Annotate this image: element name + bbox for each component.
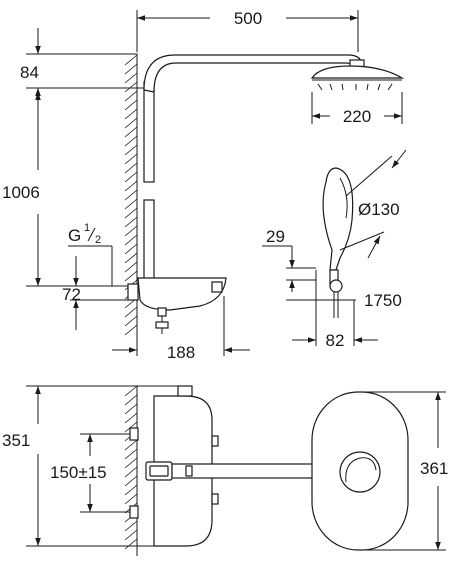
wall-hatch-line <box>124 117 138 129</box>
dim-label-361: 361 <box>420 459 448 478</box>
dim-84: 84 <box>20 28 144 112</box>
wall-hatch-line <box>124 412 138 424</box>
wall-hatch-line <box>124 493 138 505</box>
wall-hatch-line <box>124 216 138 228</box>
wall-hatch-line <box>124 54 138 66</box>
wall-hatch-line <box>124 466 138 478</box>
wall-hatch-line <box>124 171 138 183</box>
dim-1750: 1750 <box>286 291 402 310</box>
dim-361: 361 <box>360 391 448 551</box>
thermostat-side <box>127 277 227 334</box>
wall-hatch-line <box>124 153 138 165</box>
wall-hatch-line <box>124 162 138 174</box>
dim-130: Ø130 <box>339 149 407 259</box>
wall-hatch-line <box>124 448 138 460</box>
head-shower <box>310 59 405 91</box>
wall-hatch-line <box>124 306 138 318</box>
wall-hatch-line <box>124 198 138 210</box>
dim-label-1750: 1750 <box>364 291 402 310</box>
wall-hatch-line <box>124 324 138 336</box>
wall-hatch-line <box>124 421 138 433</box>
dim-label-72: 72 <box>62 285 81 304</box>
dim-220: 220 <box>311 92 403 126</box>
head-shower-front <box>311 391 409 551</box>
wall-hatch-line <box>124 529 138 541</box>
thread-numerator: 1 <box>84 222 90 234</box>
wall-hatch-line <box>124 439 138 451</box>
wall-bottom <box>124 385 138 556</box>
wall-hatch-line <box>124 135 138 147</box>
wall-hatch-line <box>124 261 138 273</box>
dim-72: 72 <box>62 256 128 330</box>
dim-label-1006: 1006 <box>2 183 40 202</box>
wall-hatch-line <box>124 225 138 237</box>
wall-hatch-line <box>124 99 138 111</box>
wall-hatch-line <box>124 270 138 282</box>
dim-label-220: 220 <box>343 107 371 126</box>
wall-hatch-line <box>124 394 138 406</box>
dim-label-351: 351 <box>2 431 30 450</box>
wall-hatch-line <box>124 207 138 219</box>
dim-label-150: 150±15 <box>50 463 107 482</box>
wall-hatch-line <box>124 72 138 84</box>
dim-351: 351 <box>2 385 180 547</box>
wall-hatch-line <box>124 484 138 496</box>
wall-hatch-line <box>124 189 138 201</box>
wall-hatch-line <box>124 108 138 120</box>
dim-150: 150±15 <box>50 433 130 513</box>
wall-hatch-line <box>124 252 138 264</box>
thread-denominator: 2 <box>95 234 101 246</box>
wall-hatch-line <box>124 81 138 93</box>
dim-1006: 1006 <box>2 92 128 287</box>
dim-label-130: Ø130 <box>358 200 400 219</box>
wall-hatch-line <box>124 538 138 550</box>
dim-29: 29 <box>262 227 316 292</box>
wall-hatch-line <box>124 126 138 138</box>
wall-hatch-line <box>124 90 138 102</box>
wall-hatch-line <box>124 385 138 397</box>
dim-82: 82 <box>292 300 378 350</box>
dim-500: 500 <box>136 9 359 52</box>
dim-label-500: 500 <box>234 9 262 28</box>
shower-column <box>127 54 405 334</box>
thread-label: G 1 2 <box>68 222 113 286</box>
wall-hatch-line <box>124 457 138 469</box>
dim-label-188: 188 <box>167 343 195 362</box>
wall-hatch-line <box>124 475 138 487</box>
dim-label-84: 84 <box>20 63 39 82</box>
wall-hatch-line <box>124 403 138 415</box>
dim-label-29: 29 <box>266 227 285 246</box>
wall-hatch-line <box>124 520 138 532</box>
wall-hatch-line <box>124 234 138 246</box>
wall-hatch-line <box>124 243 138 255</box>
dim-188: 188 <box>112 296 250 362</box>
wall-hatch-line <box>124 144 138 156</box>
shower-arm-front <box>171 463 333 479</box>
wall-hatch-line <box>124 63 138 75</box>
wall-hatch-line <box>124 315 138 327</box>
dim-label-82: 82 <box>326 331 345 350</box>
thread-g: G <box>68 226 81 245</box>
hand-shower <box>315 167 354 318</box>
wall-hatch-line <box>124 180 138 192</box>
